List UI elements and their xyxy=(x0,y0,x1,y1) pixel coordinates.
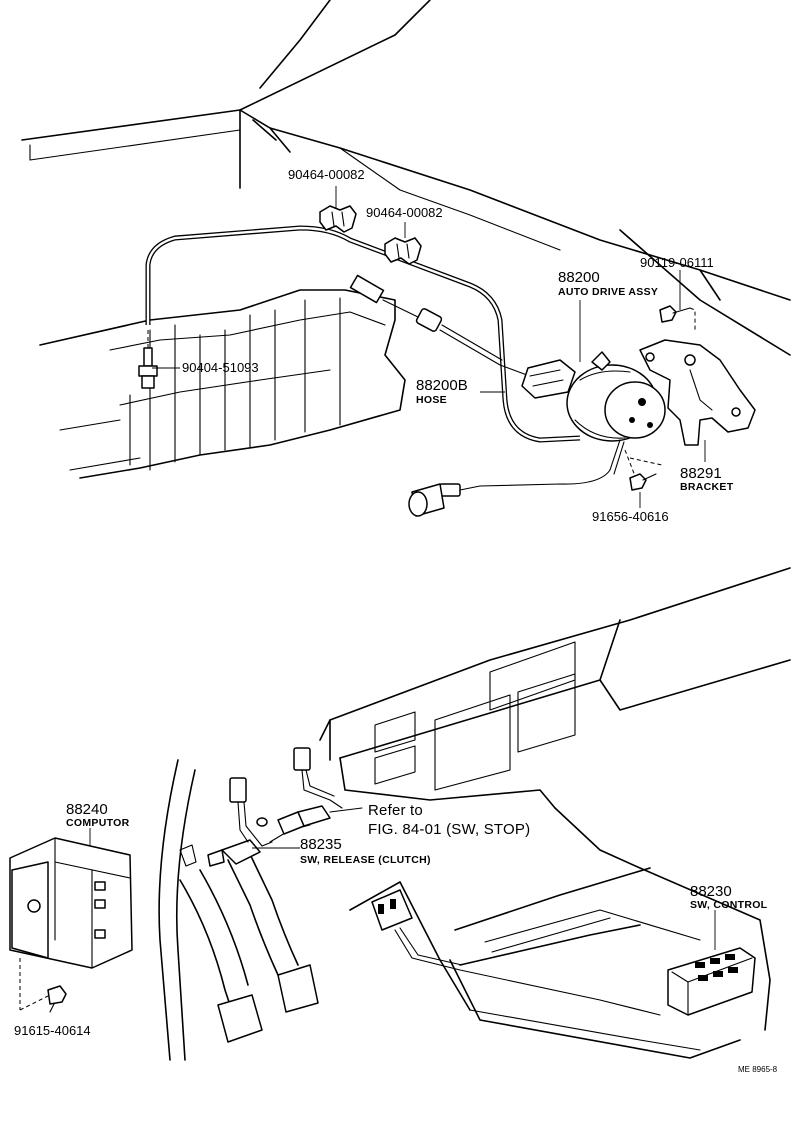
part-name-hose: HOSE xyxy=(416,394,447,406)
vacuum-hose xyxy=(145,225,581,443)
bolt-90119 xyxy=(659,305,696,330)
fitting-90404 xyxy=(138,347,158,389)
part-number-clip-2: 90464-00082 xyxy=(366,205,443,220)
bolt-91656 xyxy=(624,449,663,491)
pedals xyxy=(179,849,319,1043)
part-number-computer: 88240 xyxy=(66,801,108,818)
part-name-auto-drive: AUTO DRIVE ASSY xyxy=(558,286,659,298)
part-number-auto-drive: 88200 xyxy=(558,269,600,286)
release-switch xyxy=(207,777,311,867)
clip-90464-b xyxy=(384,237,422,265)
part-number-bolt-top: 90119-06111 xyxy=(640,255,714,270)
reference-line-2: FIG. 84-01 (SW, STOP) xyxy=(368,821,531,838)
part-number-control-switch: 88230 xyxy=(690,883,732,900)
part-number-bolt-computer: 91615-40614 xyxy=(14,1023,91,1038)
drawing-code: ME 8965-8 xyxy=(738,1065,778,1074)
part-number-bracket: 88291 xyxy=(680,465,722,482)
stop-switch-harness xyxy=(277,747,363,835)
part-number-fitting: 90404-51093 xyxy=(182,360,259,375)
part-number-release-switch: 88235 xyxy=(300,836,342,853)
part-number-bolt-bracket: 91656-40616 xyxy=(592,509,669,524)
auto-drive-actuator xyxy=(408,351,666,517)
throttle-cable xyxy=(349,274,536,379)
computer-88240 xyxy=(9,837,133,1010)
door-pillar xyxy=(158,759,197,1061)
part-name-bracket: BRACKET xyxy=(680,481,734,493)
part-name-computer: COMPUTOR xyxy=(66,817,130,829)
part-number-clip-1: 90464-00082 xyxy=(288,167,365,182)
bracket-88291 xyxy=(639,339,756,446)
lower-leader-lines xyxy=(89,828,716,950)
part-name-release-switch: SW, RELEASE (CLUTCH) xyxy=(300,854,431,866)
engine-compartment-outline xyxy=(21,0,791,356)
part-number-hose: 88200B xyxy=(416,377,468,394)
engine-block xyxy=(39,289,406,479)
control-harness xyxy=(371,889,661,1016)
control-switch-88230 xyxy=(667,947,756,1016)
reference-line-1: Refer to xyxy=(368,802,423,819)
dashboard-outline xyxy=(319,567,791,1059)
upper-leader-lines xyxy=(152,186,706,508)
bolt-91615 xyxy=(19,985,67,1013)
clip-90464-a xyxy=(319,205,357,233)
part-name-control-switch: SW, CONTROL xyxy=(690,899,768,911)
